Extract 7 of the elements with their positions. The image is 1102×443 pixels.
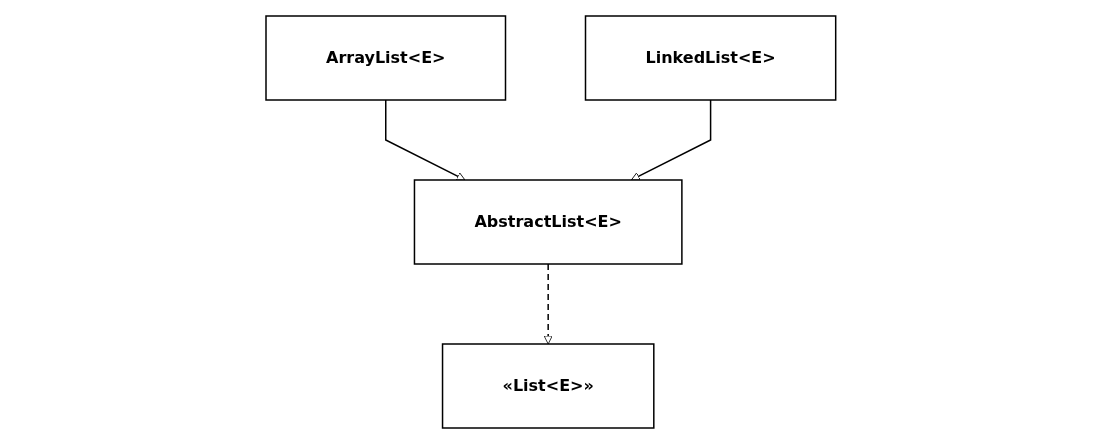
node-box: ArrayList<E> xyxy=(265,14,507,101)
arrow xyxy=(385,98,466,180)
node-box: AbstractList<E> xyxy=(413,178,683,265)
node-box: LinkedList<E> xyxy=(584,14,837,101)
node-box: «List<E>» xyxy=(441,342,655,429)
arrow xyxy=(543,262,553,344)
arrow xyxy=(631,98,712,180)
